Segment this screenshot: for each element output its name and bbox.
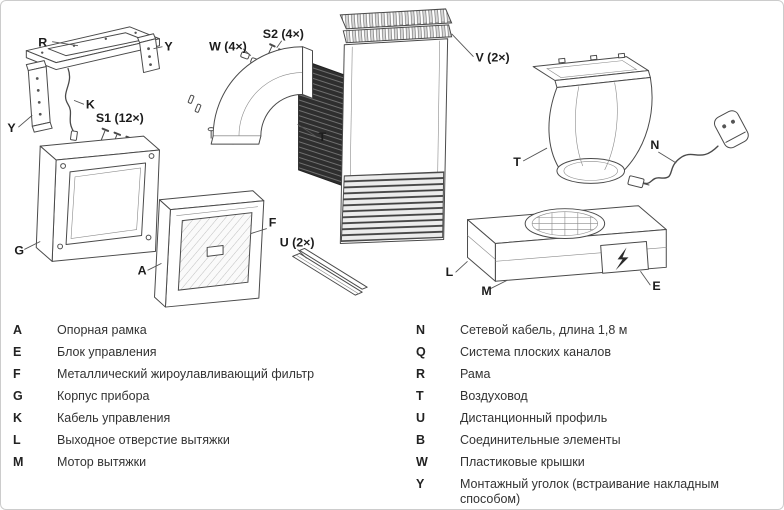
legend-item: Q Система плоских каналов — [416, 345, 761, 360]
legend-key: K — [13, 411, 23, 425]
legend-item: N Сетевой кабель, длина 1,8 м — [416, 323, 761, 338]
part-power-cable-n — [627, 110, 749, 189]
legend-key: N — [416, 323, 426, 337]
lightning-bolt-icon — [615, 247, 629, 271]
label-g: G — [14, 243, 24, 257]
label-t-elbow: T — [318, 130, 326, 144]
part-control-cable-k — [64, 67, 78, 141]
part-transition-duct-t — [532, 52, 653, 184]
part-bracket-y-left — [25, 60, 53, 133]
part-filter-f — [177, 212, 253, 291]
diagram-labels: R Y Y K S1 (12×) W (4×) S2 (4×) T V (2×)… — [7, 27, 660, 298]
legend-item: K Кабель управления — [13, 411, 416, 426]
legend-column-right: N Сетевой кабель, длина 1,8 м Q Система пл… — [416, 323, 761, 509]
legend-text: Опорная рамка — [57, 323, 147, 337]
legend-text: Дистанционный профиль — [460, 411, 608, 425]
legend-item: B Соединительные элементы — [416, 433, 761, 448]
exploded-parts-diagram: R Y Y K S1 (12×) W (4×) S2 (4×) T V (2×)… — [7, 8, 749, 308]
legend-text: Выходное отверстие вытяжки — [57, 433, 230, 447]
legend-item: A Опорная рамка — [13, 323, 416, 338]
part-motor-m — [467, 205, 667, 282]
label-a: A — [138, 263, 147, 277]
part-panel-a — [154, 190, 265, 308]
label-y-left: Y — [7, 121, 16, 135]
legend-key: U — [416, 411, 426, 425]
legend-item: U Дистанционный профиль — [416, 411, 761, 426]
legend-key: Y — [416, 477, 425, 491]
legend-text: Кабель управления — [57, 411, 171, 425]
legend-key: R — [416, 367, 426, 381]
legend-text: Сетевой кабель, длина 1,8 м — [460, 323, 628, 337]
legend-key: W — [416, 455, 428, 469]
legend-text: Блок управления — [57, 345, 157, 359]
legend-item: E Блок управления — [13, 345, 416, 360]
legend-item: W Пластиковые крышки — [416, 455, 761, 470]
label-f: F — [269, 216, 277, 230]
label-m: M — [481, 284, 491, 298]
legend-item: L Выходное отверстие вытяжки — [13, 433, 416, 448]
legend-text: Система плоских каналов — [460, 345, 611, 359]
label-w: W (4×) — [209, 40, 247, 54]
part-vent-unit — [339, 8, 453, 244]
legend-key: M — [13, 455, 24, 469]
leader-lines — [18, 33, 677, 290]
legend-item: R Рама — [416, 367, 761, 382]
legend-text: Пластиковые крышки — [460, 455, 585, 469]
legend-text: Рама — [460, 367, 491, 381]
legend-key: Q — [416, 345, 426, 359]
label-k: K — [86, 97, 95, 111]
legend-text: Монтажный уголок (встраивание накладным … — [460, 477, 719, 506]
label-s1: S1 (12×) — [96, 111, 144, 125]
label-t-duct: T — [513, 155, 521, 169]
part-frame-r — [25, 26, 160, 71]
label-e: E — [652, 279, 660, 293]
legend-key: T — [416, 389, 424, 403]
label-y-right: Y — [164, 40, 173, 54]
legend-text: Корпус прибора — [57, 389, 150, 403]
legend-key: E — [13, 345, 22, 359]
legend-key: B — [416, 433, 426, 447]
part-profile-u — [292, 247, 368, 296]
legend-item: Y Монтажный уголок (встраивание накладным… — [416, 477, 761, 507]
legend-item: M Мотор вытяжки — [13, 455, 416, 470]
legend-text: Воздуховод — [460, 389, 528, 403]
legend-item: G Корпус прибора — [13, 389, 416, 404]
part-bracket-y-right — [137, 33, 160, 74]
part-housing-g — [35, 135, 160, 262]
label-l: L — [446, 265, 454, 279]
label-s2: S2 (4×) — [263, 27, 304, 41]
label-u: U (2×) — [280, 235, 315, 249]
legend-key: A — [13, 323, 23, 337]
legend-key: F — [13, 367, 21, 381]
legend-column-left: A Опорная рамка E Блок управления F Металли… — [13, 323, 416, 509]
legend: A Опорная рамка E Блок управления F Металли… — [1, 317, 783, 509]
label-r: R — [38, 36, 47, 50]
legend-text: Мотор вытяжки — [57, 455, 147, 469]
label-n: N — [650, 138, 659, 152]
part-control-box-e — [600, 240, 649, 274]
legend-item: F Металлический жироулавливающий фильтр — [13, 367, 416, 382]
legend-key: G — [13, 389, 23, 403]
label-v: V (2×) — [475, 51, 509, 65]
legend-text: Металлический жироулавливающий фильтр — [57, 367, 315, 381]
legend-text: Соединительные элементы — [460, 433, 621, 447]
legend-item: T Воздуховод — [416, 389, 761, 404]
part-elbow-t — [210, 46, 313, 145]
legend-key: L — [13, 433, 21, 447]
